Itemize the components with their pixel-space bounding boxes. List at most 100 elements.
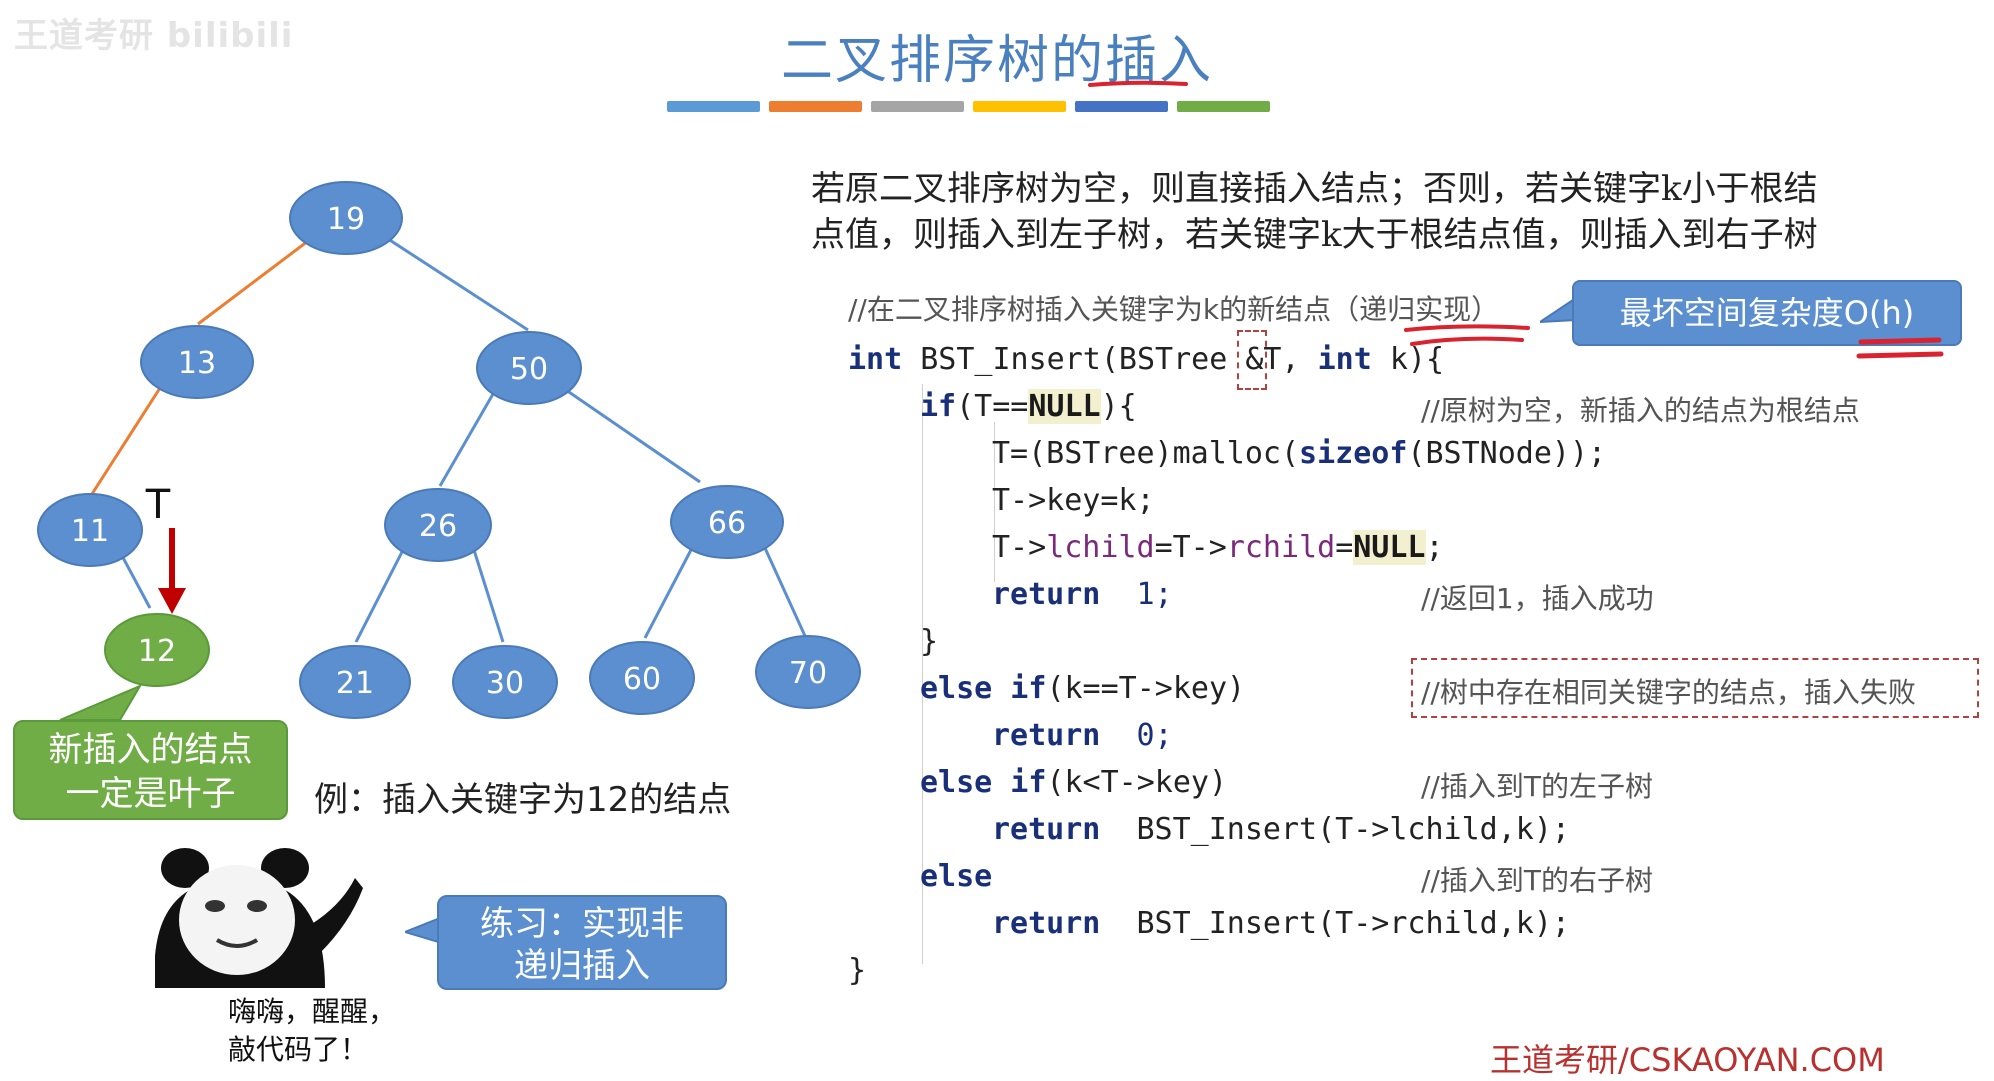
child-d: ; — [1425, 530, 1444, 565]
edge-50-66 — [565, 388, 701, 484]
node-66: 66 — [670, 485, 784, 559]
practice-callout: 练习：实现非 递归插入 — [437, 895, 727, 990]
color-bar-1 — [667, 101, 760, 112]
description-line-1: 若原二叉排序树为空，则直接插入结点；否则，若关键字k小于根结 — [811, 169, 1818, 209]
code-line-children: T->lchild=T->rchild=NULL; — [992, 528, 1444, 568]
edge-66-70 — [763, 547, 807, 637]
ret-left: BST_Insert(T->lchild,k); — [1100, 812, 1570, 847]
ret-0: 0; — [1100, 718, 1173, 753]
svg-text:66: 66 — [708, 506, 746, 541]
kw-else-if-1: else if — [920, 671, 1047, 706]
ret-1: 1; — [1100, 577, 1173, 612]
edge-26-21 — [354, 549, 405, 643]
code-line-return-0: return 0; — [992, 716, 1173, 756]
bst-tree-diagram: 19 13 50 11 26 66 12 21 — [37, 181, 861, 721]
example-text: 例：插入关键字为12的结点 — [314, 780, 732, 820]
node-30: 30 — [452, 645, 558, 719]
description-line-2: 点值，则插入到左子树，若关键字k大于根结点值，则插入到右子树 — [811, 215, 1818, 255]
child-b: =T-> — [1154, 530, 1227, 565]
node-13: 13 — [140, 325, 254, 399]
tree-edges — [90, 233, 807, 643]
description-text: 若原二叉排序树为空，则直接插入结点；否则，若关键字k小于根结 点值，则插入到左子… — [811, 166, 1961, 258]
kw-return-right: return — [992, 906, 1101, 941]
leaf-callout: 新插入的结点 一定是叶子 — [13, 720, 288, 820]
kw-int: int — [848, 342, 903, 377]
kw-return-0: return — [992, 718, 1101, 753]
code-line-signature: int BST_Insert(BSTree &T, int k){ — [848, 340, 1444, 380]
sig-amp: & — [1245, 342, 1264, 377]
panda-meme-image — [155, 848, 363, 988]
edge-11-12 — [118, 551, 152, 609]
field-rchild: rchild — [1226, 530, 1336, 565]
edge-26-30 — [472, 549, 505, 643]
duplicate-key-highlight-box — [1411, 658, 1979, 718]
color-bar-4 — [973, 101, 1066, 112]
code-return-1-comment: //返回1，插入成功 — [1421, 582, 1654, 615]
footer-brand: 王道考研/CSKAOYAN.COM — [1490, 1041, 1885, 1079]
node-12-new: 12 — [104, 613, 210, 687]
code-elseif-2-comment: //插入到T的左子树 — [1421, 770, 1653, 803]
elseif-2-cond: (k<T->key) — [1046, 765, 1228, 800]
node-19: 19 — [289, 181, 403, 255]
kw-else: else — [920, 859, 993, 894]
svg-text:26: 26 — [419, 509, 457, 544]
node-26: 26 — [384, 488, 492, 562]
oh-underline-annotation — [1856, 337, 1944, 359]
panda-caption-line-1: 嗨嗨，醒醒， — [228, 995, 397, 1028]
pointer-T-label: T — [145, 482, 171, 528]
watermark-logo: 王道考研 bilibili — [14, 16, 294, 56]
complexity-callout-pointer — [1540, 296, 1576, 324]
svg-text:30: 30 — [486, 666, 524, 701]
svg-text:50: 50 — [510, 352, 548, 387]
node-21: 21 — [299, 645, 411, 719]
pointer-arrow-head — [158, 588, 186, 614]
title-underline-annotation — [1088, 80, 1188, 87]
recursive-underline-annotation — [1404, 324, 1530, 346]
code-else-comment: //插入到T的右子树 — [1421, 864, 1653, 897]
code-line-elseif-1: else if(k==T->key) — [920, 669, 1245, 709]
edge-13-11 — [90, 387, 162, 495]
pointer-T: T — [145, 482, 186, 614]
indent-guide-2 — [994, 422, 995, 582]
child-a: T-> — [992, 530, 1047, 565]
tree-nodes: 19 13 50 11 26 66 12 21 — [37, 181, 861, 719]
node-60: 60 — [589, 641, 695, 715]
child-c: = — [1335, 530, 1354, 565]
code-if-comment: //原树为空，新插入的结点为根结点 — [1421, 394, 1860, 427]
svg-text:13: 13 — [178, 346, 216, 381]
edge-66-60 — [643, 547, 694, 639]
code-line-return-left: return BST_Insert(T->lchild,k); — [992, 810, 1570, 850]
color-bar-6 — [1177, 101, 1270, 112]
code-header-comment: //在二叉排序树插入关键字为k的新结点（递归实现） — [848, 293, 1500, 326]
color-bar-5 — [1075, 101, 1168, 112]
edge-19-13 — [197, 236, 313, 326]
decorative-color-bars — [667, 101, 1270, 112]
kw-if: if — [920, 389, 957, 424]
svg-text:70: 70 — [789, 656, 827, 691]
sig-end: k){ — [1371, 342, 1445, 377]
slide-title: 二叉排序树的插入 — [780, 31, 1213, 91]
leaf-callout-line-1: 新插入的结点 — [48, 730, 253, 770]
code-line-final-brace: } — [848, 953, 867, 988]
kw-else-if-2: else if — [920, 765, 1047, 800]
sig-fn: BST_Insert(BSTree — [902, 342, 1246, 377]
code-line-if: if(T==NULL){ — [920, 387, 1137, 427]
malloc-b: (BSTNode)); — [1407, 436, 1607, 471]
sig-T: T, — [1263, 342, 1318, 377]
code-line-malloc: T=(BSTree)malloc(sizeof(BSTNode)); — [992, 434, 1606, 474]
elseif-1-cond: (k==T->key) — [1046, 671, 1246, 706]
practice-callout-line-1: 练习：实现非 — [480, 904, 684, 944]
ret-right: BST_Insert(T->rchild,k); — [1100, 906, 1570, 941]
svg-text:60: 60 — [623, 662, 661, 697]
node-70: 70 — [755, 635, 861, 709]
node-50: 50 — [476, 331, 582, 405]
kw-return-left: return — [992, 812, 1101, 847]
code-line-return-1: return 1; — [992, 575, 1173, 615]
complexity-callout: 最坏空间复杂度O(h) — [1572, 280, 1962, 346]
kw-sizeof: sizeof — [1299, 436, 1408, 471]
practice-callout-line-2: 递归插入 — [514, 946, 650, 986]
indent-guide-1 — [922, 384, 923, 964]
kw-int-2: int — [1317, 342, 1372, 377]
edge-50-26 — [438, 393, 495, 487]
code-line-else: else — [920, 857, 992, 897]
